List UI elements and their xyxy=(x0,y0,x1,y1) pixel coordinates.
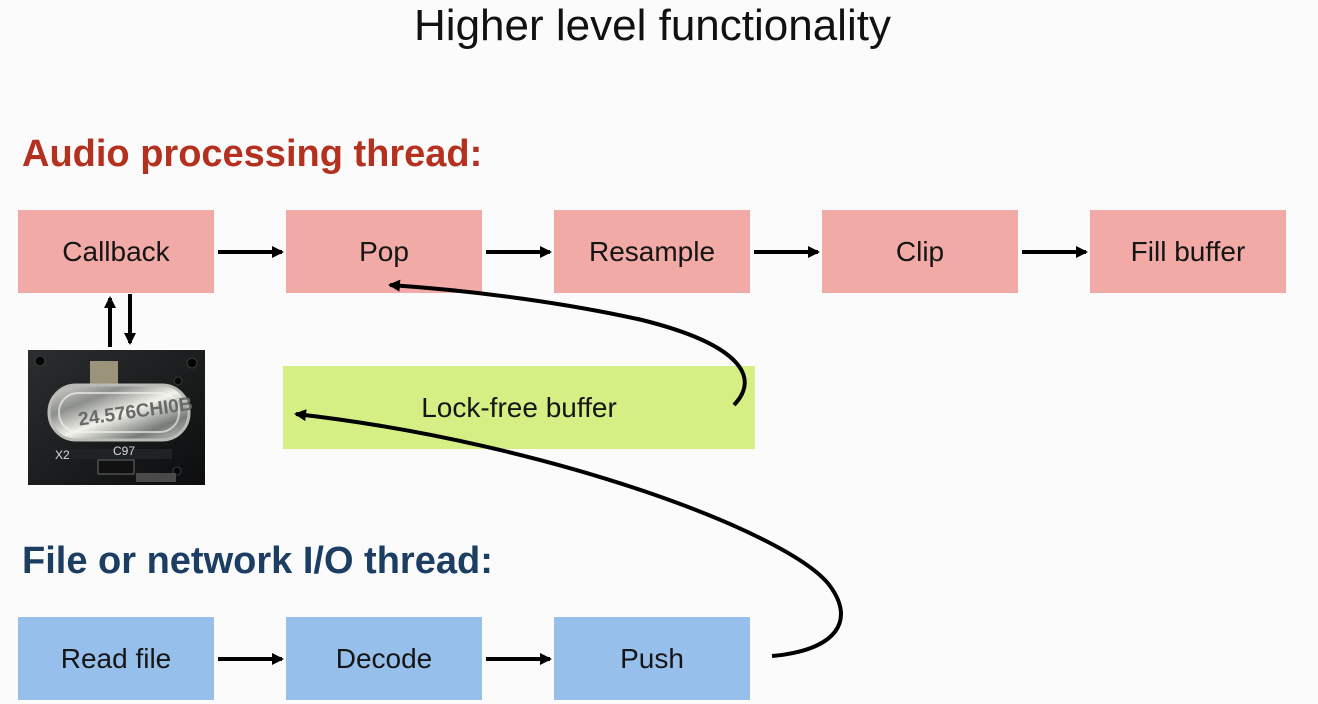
crystal-oscillator-photo: 24.576CHI0B X2 C97 xyxy=(28,350,205,485)
callback-step: Callback xyxy=(18,210,214,293)
lock-free-buffer: Lock-free buffer xyxy=(283,366,755,449)
board-label-c97: C97 xyxy=(113,444,135,458)
crystal-oscillator-image: 24.576CHI0B X2 C97 xyxy=(28,350,205,485)
audio-thread-heading: Audio processing thread: xyxy=(22,133,483,175)
resample-step: Resample xyxy=(554,210,750,293)
io-thread-heading: File or network I/O thread: xyxy=(22,540,493,582)
board-label-x2: X2 xyxy=(55,448,70,462)
pop-step: Pop xyxy=(286,210,482,293)
decode-step: Decode xyxy=(286,617,482,700)
push-step: Push xyxy=(554,617,750,700)
clip-step: Clip xyxy=(822,210,1018,293)
read-file-step: Read file xyxy=(18,617,214,700)
slide-title: Higher level functionality xyxy=(414,1,891,50)
fill-buffer-step: Fill buffer xyxy=(1090,210,1286,293)
